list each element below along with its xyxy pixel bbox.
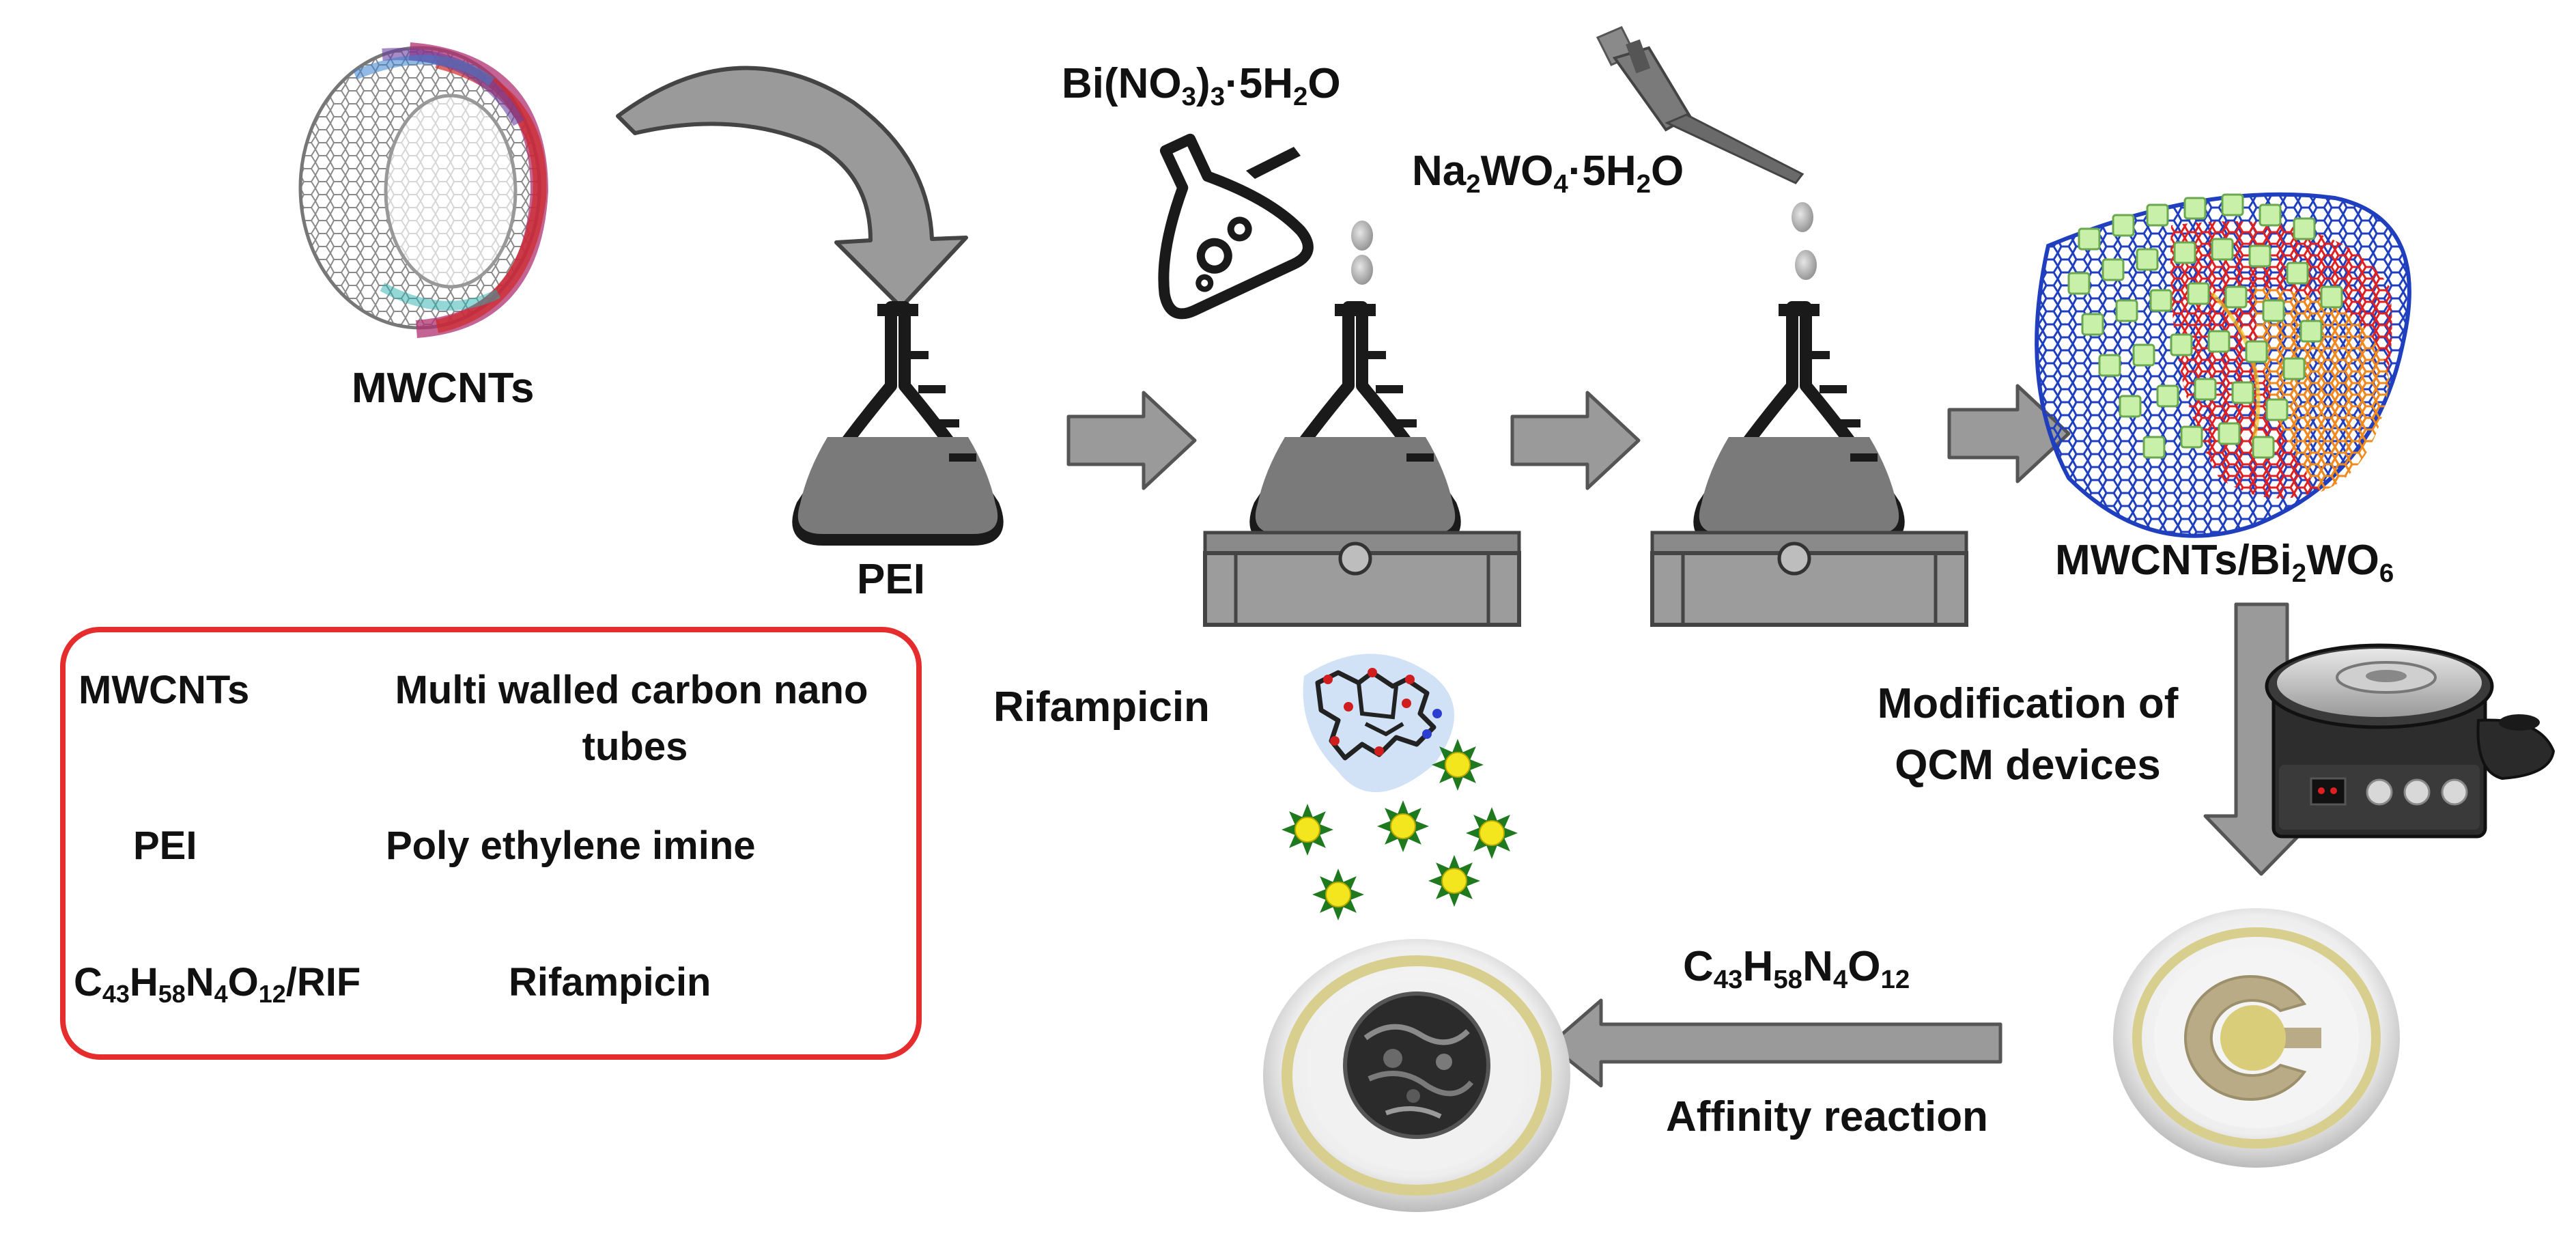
star-particle-icon bbox=[1466, 807, 1518, 859]
modified-qcm-electrode-icon bbox=[1263, 939, 1570, 1212]
bi2wo6-cube-icon bbox=[2180, 425, 2203, 449]
block-arrow-icon bbox=[1066, 391, 1197, 490]
bi-nitrate-label: Bi(NO3)3·5H2O bbox=[1062, 60, 1341, 111]
mwcnt-tube-icon bbox=[298, 42, 549, 338]
molecule-icon bbox=[1303, 653, 1454, 793]
modification-label-line1: Modification of bbox=[1877, 680, 2179, 727]
bi2wo6-cube-icon bbox=[2173, 241, 2196, 264]
mwcnts-label: MWCNTs bbox=[352, 365, 535, 412]
bi2wo6-cube-icon bbox=[2282, 357, 2306, 380]
qcm-electrode-icon bbox=[2113, 908, 2400, 1168]
rifampicin-formula-label: C43H58N4O12 bbox=[1683, 943, 1910, 994]
bi2wo6-cube-icon bbox=[2101, 258, 2125, 281]
bi2wo6-cube-icon bbox=[2078, 227, 2101, 251]
bi2wo6-cube-icon bbox=[2320, 285, 2343, 309]
block-arrow-icon bbox=[1548, 998, 2002, 1088]
bi2wo6-cube-icon bbox=[2115, 299, 2138, 322]
bi2wo6-cube-icon bbox=[2224, 285, 2248, 309]
bi2wo6-cube-icon bbox=[2293, 217, 2316, 240]
legend-full-mwcnts-line2: tubes bbox=[582, 724, 688, 769]
bi2wo6-cube-icon bbox=[2156, 384, 2179, 408]
bi2wo6-cube-icon bbox=[2170, 333, 2193, 356]
pei-flask-icon bbox=[792, 301, 1004, 546]
bi2wo6-cube-icon bbox=[2207, 330, 2231, 353]
legend-box bbox=[60, 627, 922, 1060]
bi2wo6-cube-icon bbox=[2098, 354, 2121, 377]
modification-label-line2: QCM devices bbox=[1895, 742, 2161, 789]
bi2wo6-particles bbox=[2067, 193, 2343, 459]
rifampicin-label: Rifampicin bbox=[993, 684, 1210, 731]
bi2wo6-cube-icon bbox=[2142, 436, 2166, 459]
bi2wo6-cube-icon bbox=[2146, 203, 2169, 227]
bi2wo6-cube-icon bbox=[2183, 197, 2207, 220]
legend-full-rif: Rifampicin bbox=[509, 960, 711, 1004]
legend-abbr-pei: PEI bbox=[133, 824, 197, 868]
bi2wo6-cube-icon bbox=[2194, 378, 2217, 401]
bi2wo6-cube-icon bbox=[2231, 381, 2254, 404]
flask-spout-icon bbox=[1246, 147, 1301, 179]
bi2wo6-cube-icon bbox=[2112, 214, 2135, 237]
bi2wo6-cube-icon bbox=[2248, 244, 2271, 268]
droplet-icon bbox=[1792, 202, 1817, 280]
bi2wo6-cube-icon bbox=[2211, 238, 2234, 261]
bi2wo6-cube-icon bbox=[2119, 395, 2142, 418]
legend-abbr-rif: C43H58N4O12/RIF bbox=[74, 960, 361, 1009]
composite-label: MWCNTs/Bi2WO6 bbox=[2055, 537, 2394, 588]
bi2wo6-cube-icon bbox=[2187, 282, 2210, 305]
bi2wo6-cube-icon bbox=[2252, 436, 2275, 459]
centrifuge-icon bbox=[2265, 643, 2556, 839]
bi2wo6-cube-icon bbox=[2286, 262, 2309, 285]
curved-arrow-icon bbox=[616, 66, 968, 309]
star-particle-icon bbox=[1282, 804, 1333, 856]
bi2wo6-cube-icon bbox=[2221, 193, 2244, 216]
bi2wo6-cube-icon bbox=[2245, 340, 2268, 363]
block-arrow-icon bbox=[2203, 602, 2320, 876]
pei-label: PEI bbox=[857, 556, 925, 603]
block-arrow-icon bbox=[1510, 391, 1641, 490]
pipette-icon bbox=[1596, 26, 1804, 184]
star-particle-icon bbox=[1377, 800, 1429, 852]
flask-stirrer-2-icon bbox=[1650, 301, 1968, 627]
affinity-reaction-label: Affinity reaction bbox=[1666, 1093, 1988, 1140]
na-tungstate-label: Na2WO4·5H2O bbox=[1412, 147, 1684, 199]
bi2wo6-cube-icon bbox=[2081, 313, 2104, 336]
bi2wo6-cube-icon bbox=[2218, 422, 2241, 445]
bi2wo6-cube-icon bbox=[2067, 272, 2091, 295]
bi2wo6-cube-icon bbox=[2149, 289, 2172, 312]
bi2wo6-cube-icon bbox=[2132, 343, 2155, 367]
bi2wo6-cube-icon bbox=[2265, 398, 2289, 421]
legend-full-pei: Poly ethylene imine bbox=[386, 824, 756, 868]
star-particle-icon bbox=[1312, 869, 1364, 920]
bi2wo6-cube-icon bbox=[2136, 248, 2159, 271]
bi2wo6-cube-icon bbox=[2259, 203, 2282, 227]
bi2wo6-cube-icon bbox=[2262, 299, 2285, 322]
reagent-flask-icon bbox=[1158, 133, 1314, 320]
flask-stirrer-1-icon bbox=[1203, 301, 1521, 627]
star-particle-icon bbox=[1432, 739, 1484, 791]
droplet-icon bbox=[1351, 221, 1373, 285]
bi2wo6-cube-icon bbox=[2299, 320, 2323, 343]
block-arrow-icon bbox=[1947, 384, 2071, 483]
star-particle-icon bbox=[1428, 855, 1480, 907]
legend-full-mwcnts-line1: Multi walled carbon nano bbox=[395, 668, 868, 712]
rifampicin-particles bbox=[1282, 739, 1518, 920]
legend-abbr-mwcnts: MWCNTs bbox=[79, 668, 250, 712]
